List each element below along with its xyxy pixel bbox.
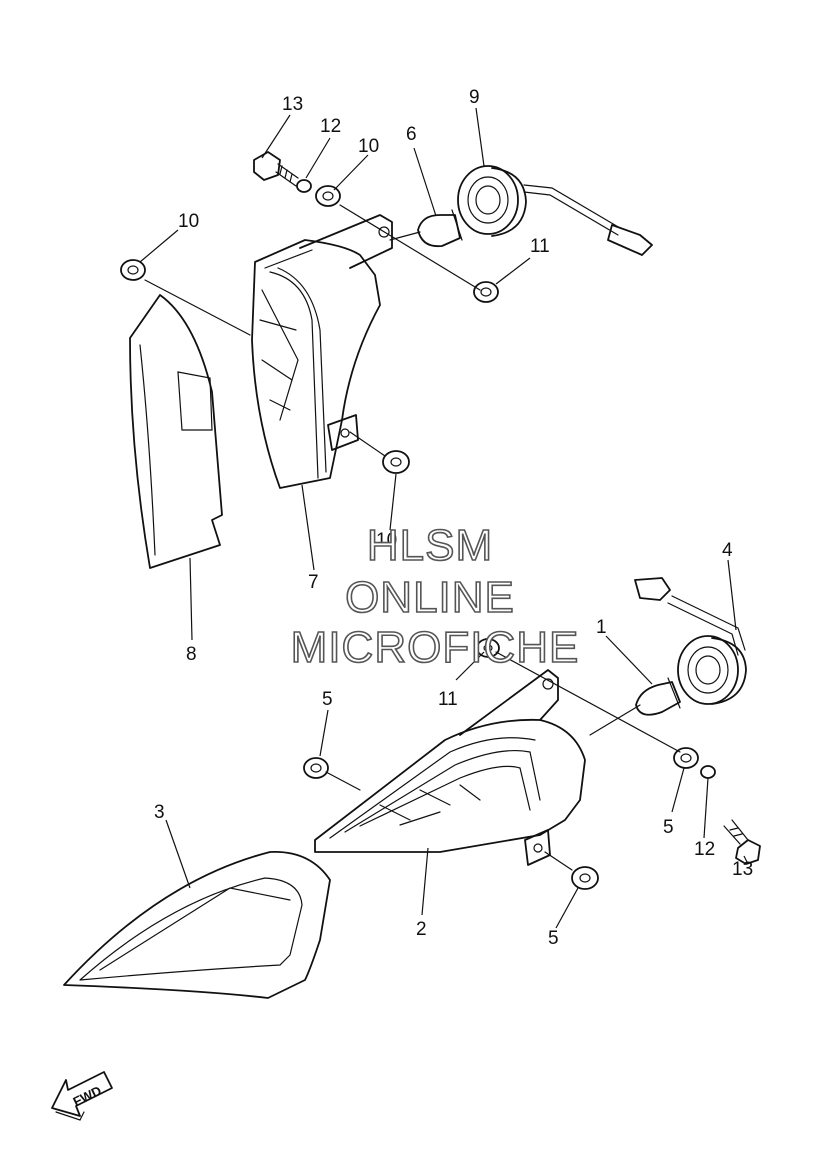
lower-screw <box>723 819 761 865</box>
watermark-line-1: HLSM <box>367 521 493 570</box>
callout-12-lower: 12 <box>694 839 715 860</box>
upper-nut <box>473 281 499 303</box>
callout-2: 2 <box>416 919 427 940</box>
callout-13-lower: 13 <box>732 859 753 880</box>
callout-5-lower-b: 5 <box>663 817 674 838</box>
callout-8: 8 <box>186 644 197 665</box>
lower-socket <box>634 577 747 705</box>
lower-bulb <box>635 677 681 716</box>
callout-10-upper-a: 10 <box>358 136 379 157</box>
lower-assembly <box>63 577 761 999</box>
callout-5-lower-a: 5 <box>322 689 333 710</box>
callouts: 13 12 10 6 9 10 11 10 7 8 4 1 11 5 5 12 … <box>154 87 753 949</box>
leader-lines <box>139 107 749 929</box>
upper-grommet-a <box>315 185 341 207</box>
watermark-line-2: ONLINE <box>345 573 515 622</box>
callout-12-upper: 12 <box>320 116 341 137</box>
lower-signal-body <box>314 669 586 866</box>
lower-lens-cover <box>63 851 331 999</box>
callout-11-lower: 11 <box>438 689 458 710</box>
callout-1: 1 <box>596 617 607 638</box>
callout-13-upper: 13 <box>282 94 303 115</box>
watermark: HLSM ONLINE MICROFICHE <box>290 520 580 673</box>
upper-grommet-b <box>120 259 146 281</box>
lower-grommet-a <box>303 757 329 779</box>
callout-10-upper-c: 10 <box>376 530 397 551</box>
callout-9: 9 <box>469 87 480 108</box>
lower-grommet-b <box>673 747 699 769</box>
fwd-arrow-icon: FWD <box>51 1071 113 1121</box>
upper-bulb <box>417 209 463 248</box>
upper-grommet-c <box>382 450 410 474</box>
upper-assembly <box>120 151 653 569</box>
upper-lens-cover <box>129 294 223 569</box>
callout-4: 4 <box>722 540 733 561</box>
upper-washer <box>296 179 312 193</box>
watermark-line-3: MICROFICHE <box>291 623 580 672</box>
callout-3: 3 <box>154 802 165 823</box>
lower-grommet-c <box>571 866 599 890</box>
upper-signal-body <box>251 214 393 489</box>
callout-10-upper-b: 10 <box>178 211 199 232</box>
lower-nut <box>476 638 500 658</box>
callout-7: 7 <box>308 572 319 593</box>
upper-screw <box>253 151 299 187</box>
upper-socket <box>457 165 653 256</box>
callout-5-lower-c: 5 <box>548 928 559 949</box>
callout-6: 6 <box>406 124 417 145</box>
lower-washer <box>700 765 716 779</box>
callout-11-upper: 11 <box>530 236 550 257</box>
